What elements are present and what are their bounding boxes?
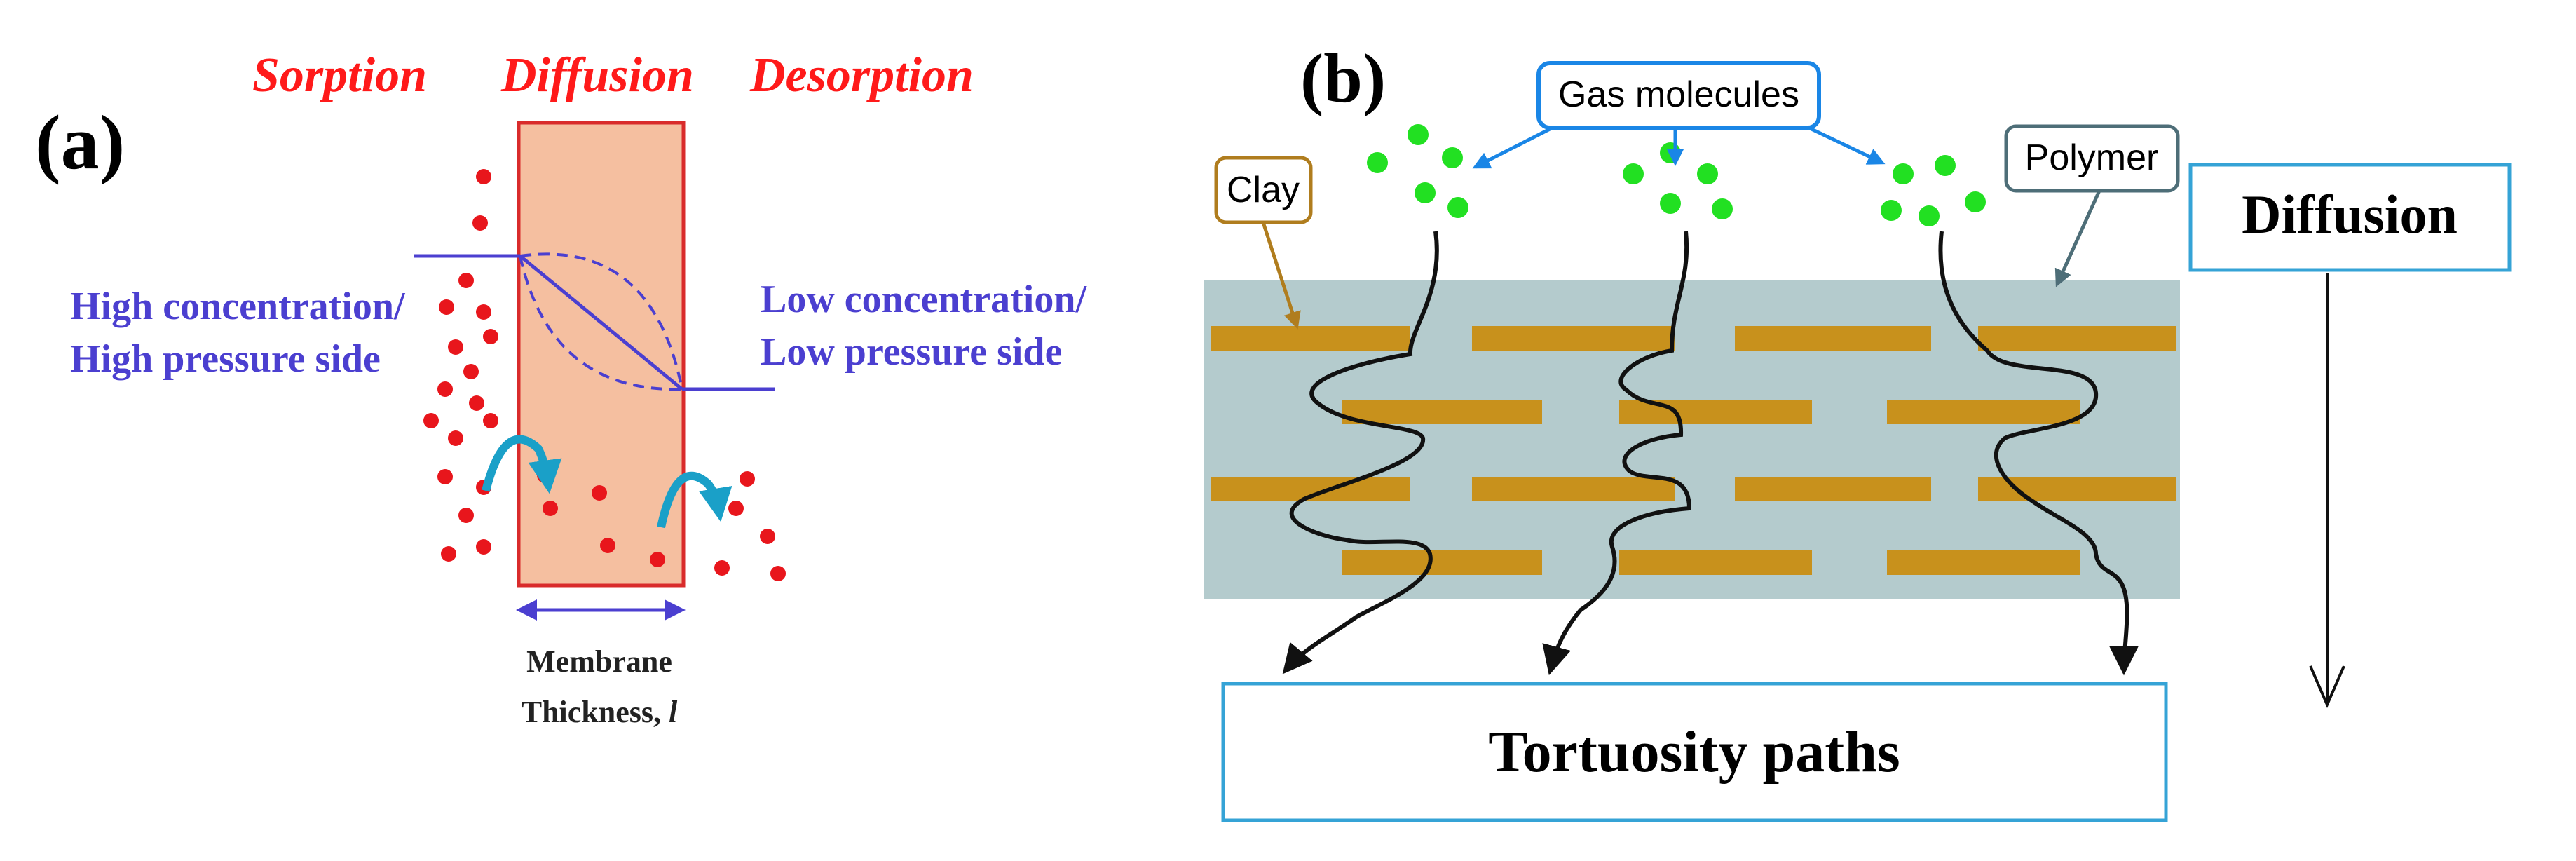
molecule [714,560,730,576]
sorption-curved-arrow [482,435,562,494]
stage-sorption-label: Sorption [252,48,427,102]
clay-platelet [1887,550,2080,575]
gas-molecule [1697,163,1718,184]
clay-label: Clay [1227,170,1300,210]
molecule [476,169,491,184]
concentration-profile-curve-upper [519,252,683,390]
clay-platelet [1887,400,2080,424]
clay-platelet [1472,477,1675,501]
molecule [458,273,474,288]
panel-b-label: (b) [1300,39,1386,117]
molecule [476,539,491,555]
clay-platelet [1472,326,1675,351]
gas-molecule [1660,142,1681,163]
low-side-label-line2: Low pressure side [761,330,1062,374]
gas-callout-arrow-right [1807,126,1886,165]
panel-a-label: (a) [35,100,125,185]
gas-molecule [1660,193,1681,214]
polymer-callout-box [2004,124,2180,193]
clay-platelets [1211,326,2176,575]
thickness-label-line2: Thickness, l [522,695,678,729]
molecule [728,501,744,516]
molecule [448,339,463,355]
clay-platelet [1735,477,1931,501]
tortuosity-path-3 [1938,231,2139,676]
polymer-callout-pointer [2054,189,2101,287]
molecule [483,413,498,428]
molecule [543,501,558,516]
molecule [448,430,463,446]
diffusion-direction-arrowhead [2309,665,2345,709]
gas-molecule [1965,191,1986,212]
concentration-profile-line [519,255,683,391]
concentration-profile-curve-lower [519,255,683,391]
diffusion-direction-label: Diffusion [2242,184,2458,245]
gas-molecules-green [1367,124,1986,226]
gas-molecule [1415,182,1436,203]
gas-molecules-callout-box [1536,61,1821,130]
thickness-label-line1: Membrane [526,644,672,679]
tortuosity-path-2 [1542,231,1692,676]
thickness-label-text: Thickness, [522,695,669,729]
molecule [441,546,456,562]
gas-molecule [1447,197,1468,218]
molecule [469,395,484,411]
desorption-curved-arrow [657,471,732,529]
gas-molecule [1712,198,1733,219]
molecule [770,566,786,581]
clay-callout-pointer [1261,222,1301,330]
molecule [458,508,474,523]
gas-molecule [1881,200,1902,221]
molecule [600,538,615,553]
gas-molecules-label: Gas molecules [1558,74,1799,115]
molecule [483,329,498,344]
clay-platelet [1211,326,1410,351]
thickness-symbol: l [669,695,678,729]
molecule [437,469,453,484]
gas-callout-arrow-left [1472,126,1554,169]
polymer-label: Polymer [2025,137,2159,178]
clay-platelet [1342,550,1542,575]
panel-b: (b) [1204,39,2512,822]
gas-molecule [1408,124,1429,145]
gas-molecule [1623,163,1644,184]
stage-diffusion-label: Diffusion [500,48,694,102]
molecule [476,304,491,320]
molecule [650,552,665,567]
tortuosity-path-1 [1282,231,1439,674]
diffusion-direction-box [2188,163,2512,272]
gas-molecule [1442,147,1463,168]
clay-platelet [1978,477,2176,501]
molecule [463,364,479,379]
high-side-label-line2: High pressure side [70,337,381,381]
tortuosity-paths-label: Tortuosity paths [1488,719,1900,785]
panel-a: (a) Sorption Diffusion Desorption High c… [35,48,1088,729]
molecule [437,381,453,397]
tortuosity-paths-box [1221,682,2168,822]
clay-platelet [1342,400,1542,424]
gas-molecule [1893,163,1914,184]
stage-desorption-label: Desorption [749,48,974,102]
gas-molecule [1919,205,1940,226]
gas-molecule [1367,152,1388,173]
molecule [423,413,439,428]
clay-platelet [1735,326,1931,351]
gas-molecules-red [423,169,786,581]
molecule [592,485,607,501]
low-side-label-line1: Low concentration/ [761,278,1088,321]
molecule [760,529,775,544]
clay-platelet [1978,326,2176,351]
clay-platelet [1619,550,1812,575]
gas-molecule [1935,155,1956,176]
molecule [740,471,755,487]
molecule [472,215,488,231]
molecule [439,299,454,315]
membrane [517,121,686,588]
high-side-label-line1: High concentration/ [70,285,406,328]
